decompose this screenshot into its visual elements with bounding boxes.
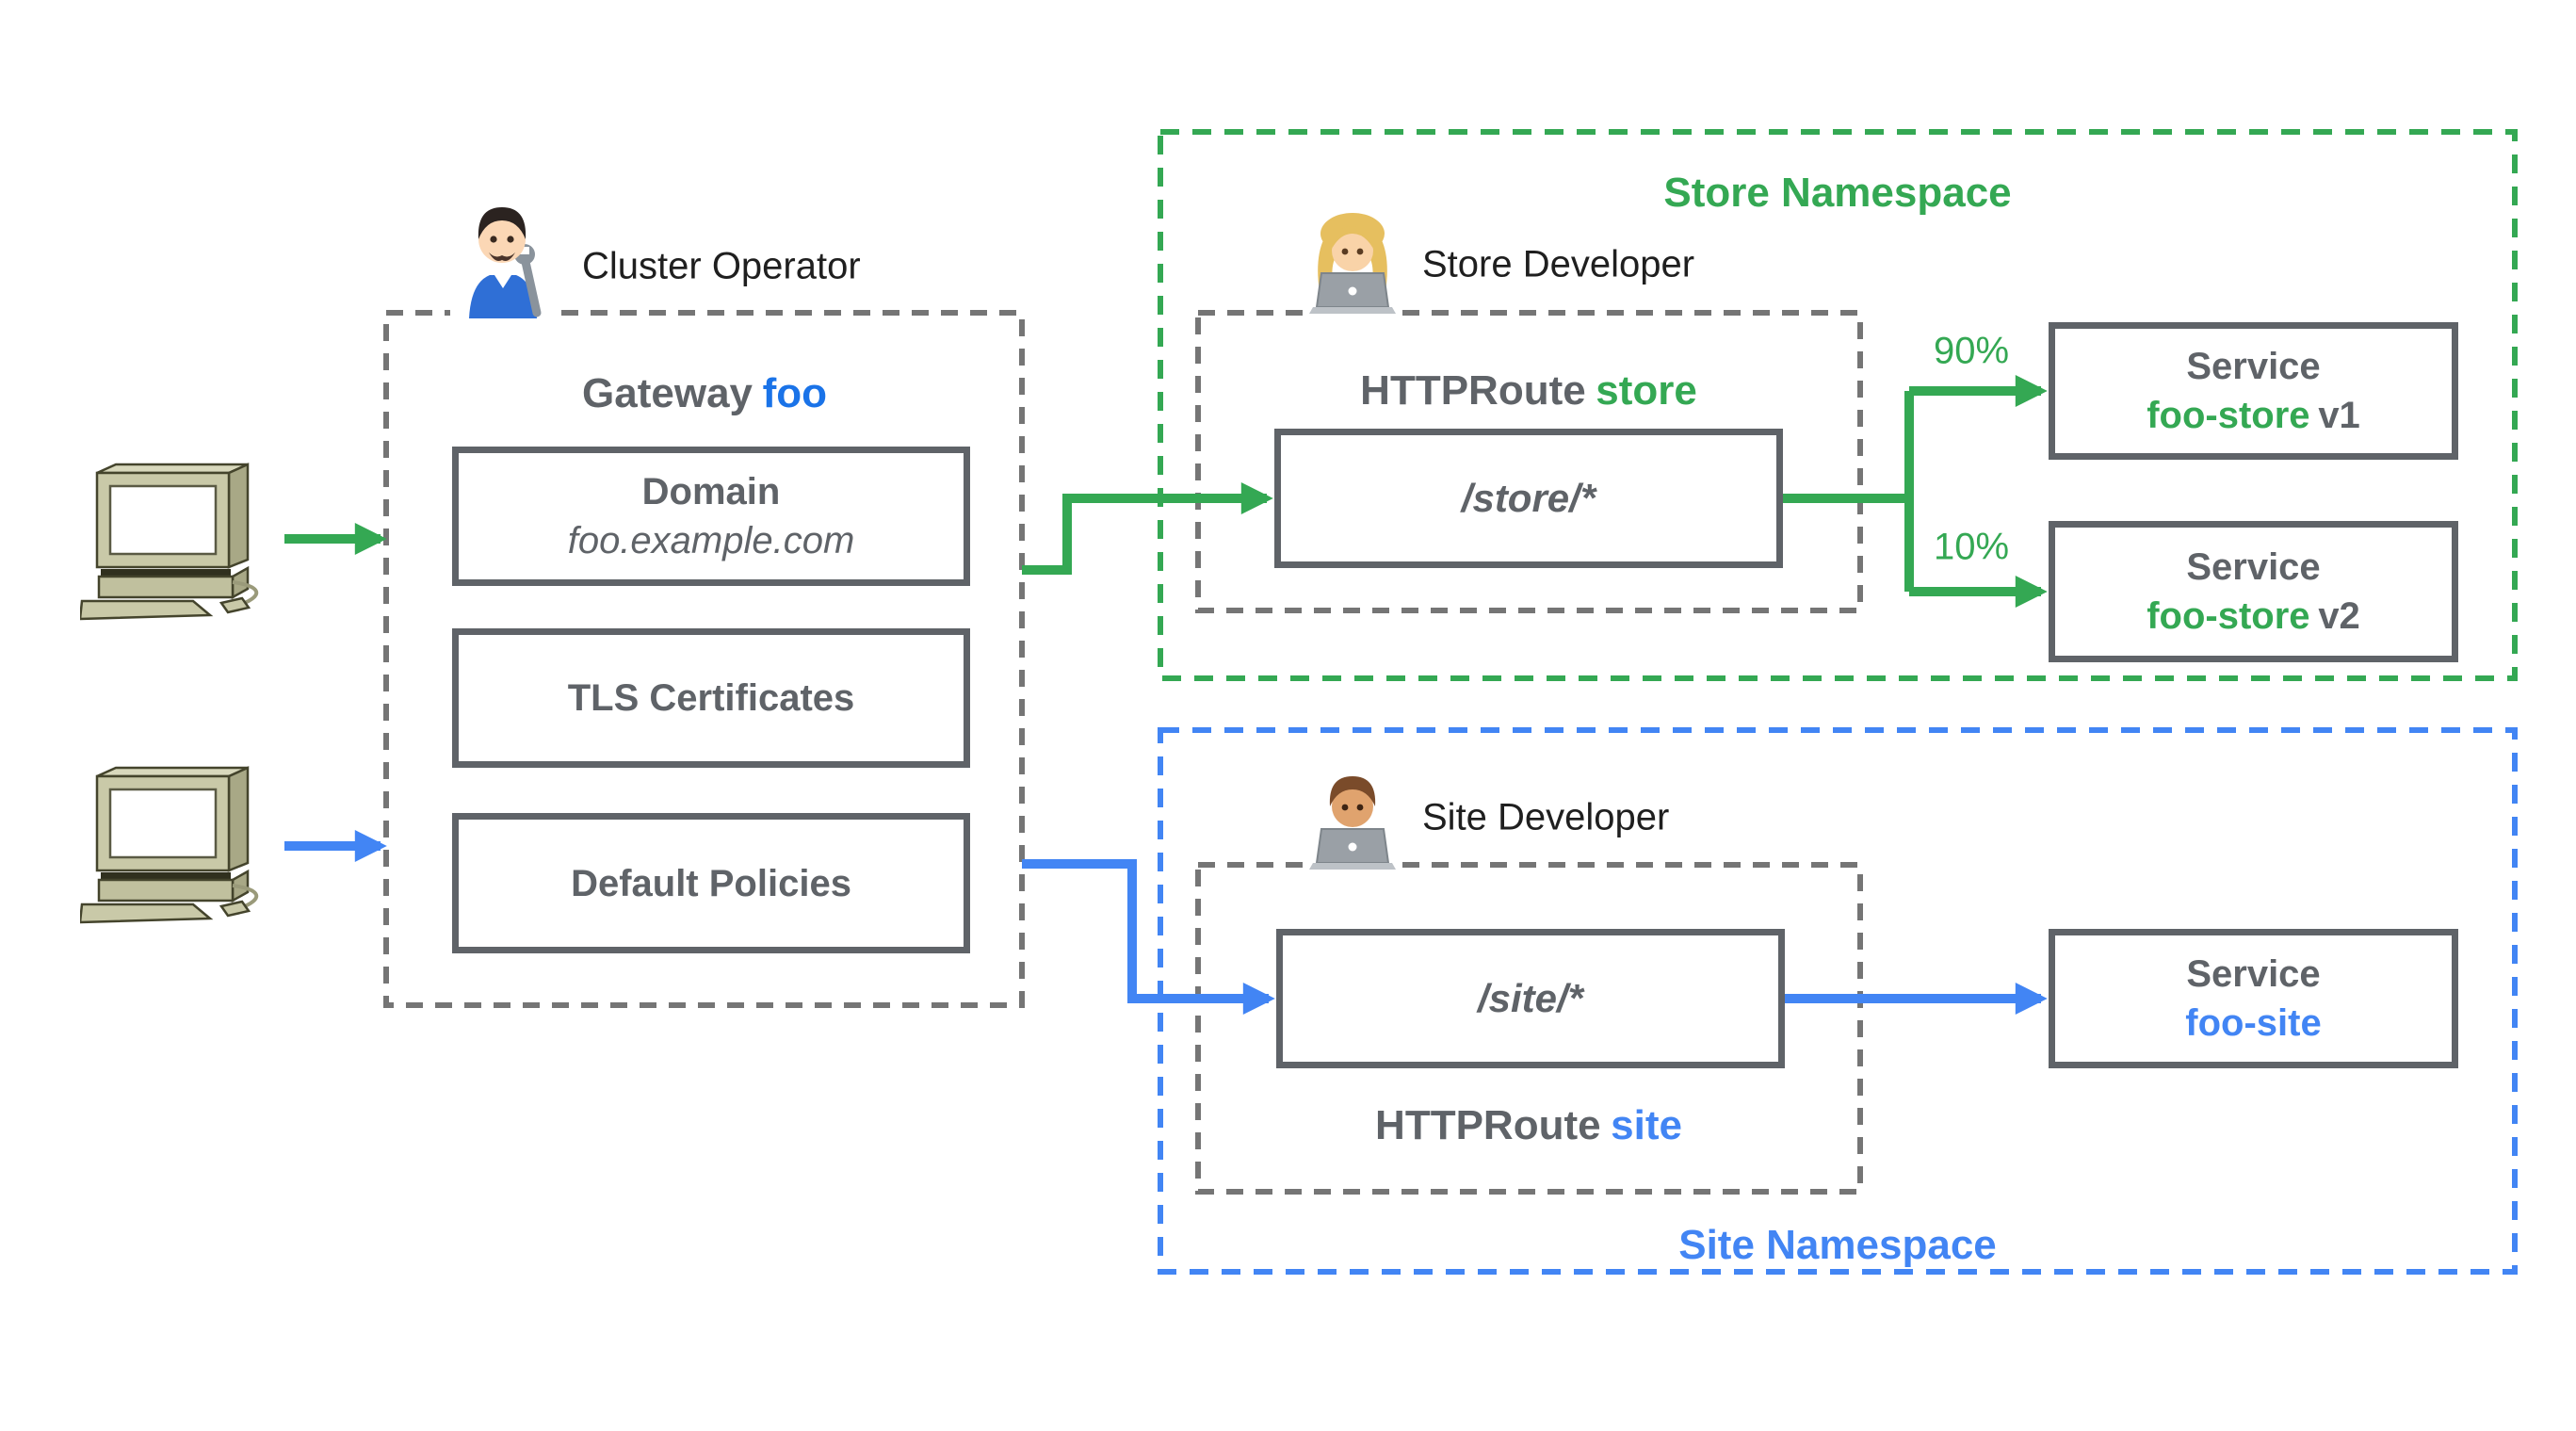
client-computer-2 — [80, 766, 259, 924]
cluster-operator-label: Cluster Operator — [582, 245, 861, 287]
service-v1-line1: Service — [2186, 346, 2321, 387]
service-v2-line1: Service — [2186, 546, 2321, 588]
gateway-to-store-route-arrow — [1022, 481, 1273, 575]
httproute-store-name: store — [1596, 367, 1697, 414]
tls-certificates-box: TLS Certificates — [452, 628, 970, 768]
httproute-site-prefix: HTTPRoute — [1375, 1102, 1601, 1148]
default-policies-box: Default Policies — [452, 813, 970, 953]
site-namespace-boundary — [1158, 727, 2518, 1275]
service-v2-suffix: v2 — [2318, 595, 2360, 637]
store-namespace-boundary — [1158, 129, 2518, 681]
service-v2-name: foo-store — [2147, 595, 2310, 637]
store-route-split-trunk — [1783, 391, 1914, 592]
store-route-rule-box: /store/* — [1274, 429, 1783, 568]
httproute-store-boundary — [1195, 310, 1863, 613]
gateway-boundary — [383, 310, 1025, 1008]
service-v1-suffix: v1 — [2318, 395, 2360, 436]
store-developer-label: Store Developer — [1422, 243, 1695, 285]
service-foo-site-box: Service foo-site — [2049, 929, 2458, 1068]
httproute-site-boundary — [1195, 862, 1863, 1195]
man-mechanic-emoji — [450, 194, 556, 322]
woman-technologist-emoji — [1303, 202, 1402, 320]
weight-90-label: 90% — [1933, 330, 2010, 372]
httproute-store-prefix: HTTPRoute — [1360, 367, 1586, 414]
domain-box: Domain foo.example.com — [452, 447, 970, 586]
service-foo-site-line1: Service — [2186, 953, 2321, 995]
client-computer-1 — [80, 463, 259, 621]
site-developer-label: Site Developer — [1422, 796, 1670, 838]
httproute-site-name: site — [1611, 1102, 1682, 1148]
site-route-rule-box: /site/* — [1276, 929, 1785, 1068]
gateway-title-name: foo — [762, 370, 827, 416]
domain-box-title: Domain — [641, 471, 781, 512]
weight-10-label: 10% — [1933, 526, 2010, 568]
store-route-path: /store/* — [1461, 475, 1596, 520]
tls-certificates-label: TLS Certificates — [567, 677, 855, 719]
site-route-path: /site/* — [1477, 975, 1584, 1020]
service-foo-site-name: foo-site — [2185, 1002, 2322, 1044]
site-namespace-title: Site Namespace — [1678, 1222, 1997, 1268]
store-namespace-title: Store Namespace — [1663, 170, 2012, 216]
default-policies-label: Default Policies — [571, 862, 851, 904]
gateway-to-site-route-arrow — [1022, 859, 1275, 1016]
service-v1-name: foo-store — [2147, 395, 2310, 436]
domain-box-value: foo.example.com — [567, 520, 855, 561]
gateway-title-prefix: Gateway — [582, 370, 753, 416]
man-technologist-emoji — [1303, 757, 1402, 876]
